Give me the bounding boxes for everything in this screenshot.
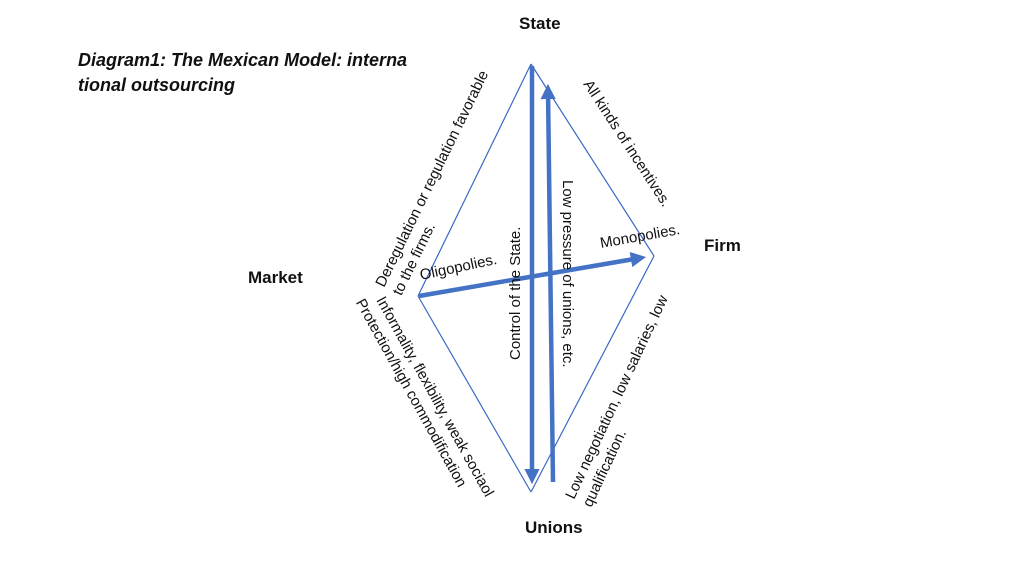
label-oligopolies-text: Oligopolies. [418, 251, 498, 284]
label-state-firm: All kinds of incentives. [580, 77, 675, 210]
label-firm-unions: Low negotiation, low salaries, low quali… [562, 293, 672, 510]
label-down-arrow-text: Control of the State. [507, 227, 524, 360]
title-line-1: Diagram1: The Mexican Model: interna [78, 50, 408, 70]
arrow-unions-to-state [540, 83, 556, 483]
label-market-unions: Informality, flexibility, weak sociaol P… [352, 294, 497, 500]
title-line-2: tional outsourcing [78, 75, 235, 95]
edge-state-market [417, 63, 532, 297]
label-up-arrow-text: Low pressure of unions, etc. [559, 180, 576, 368]
label-oligopolies: Oligopolies. [418, 251, 498, 284]
edge-market-unions [417, 295, 532, 493]
label-monopolies-text: Monopolies. [599, 221, 682, 252]
node-unions: Unions [525, 518, 583, 537]
label-state-firm-text: All kinds of incentives. [580, 77, 675, 210]
label-down-arrow: Control of the State. [507, 227, 524, 360]
label-firm-unions-line-1: Low negotiation, low salaries, low [562, 293, 672, 502]
label-monopolies: Monopolies. [599, 221, 682, 252]
diagram-title: Diagram1: The Mexican Model: interna tio… [78, 48, 438, 98]
node-state: State [519, 14, 561, 33]
arrow-market-to-firm [418, 252, 647, 299]
label-up-arrow: Low pressure of unions, etc. [559, 180, 576, 368]
label-market-unions-line-2: Protection/high commodification [352, 296, 470, 490]
node-firm: Firm [704, 236, 741, 255]
node-market: Market [248, 268, 303, 287]
